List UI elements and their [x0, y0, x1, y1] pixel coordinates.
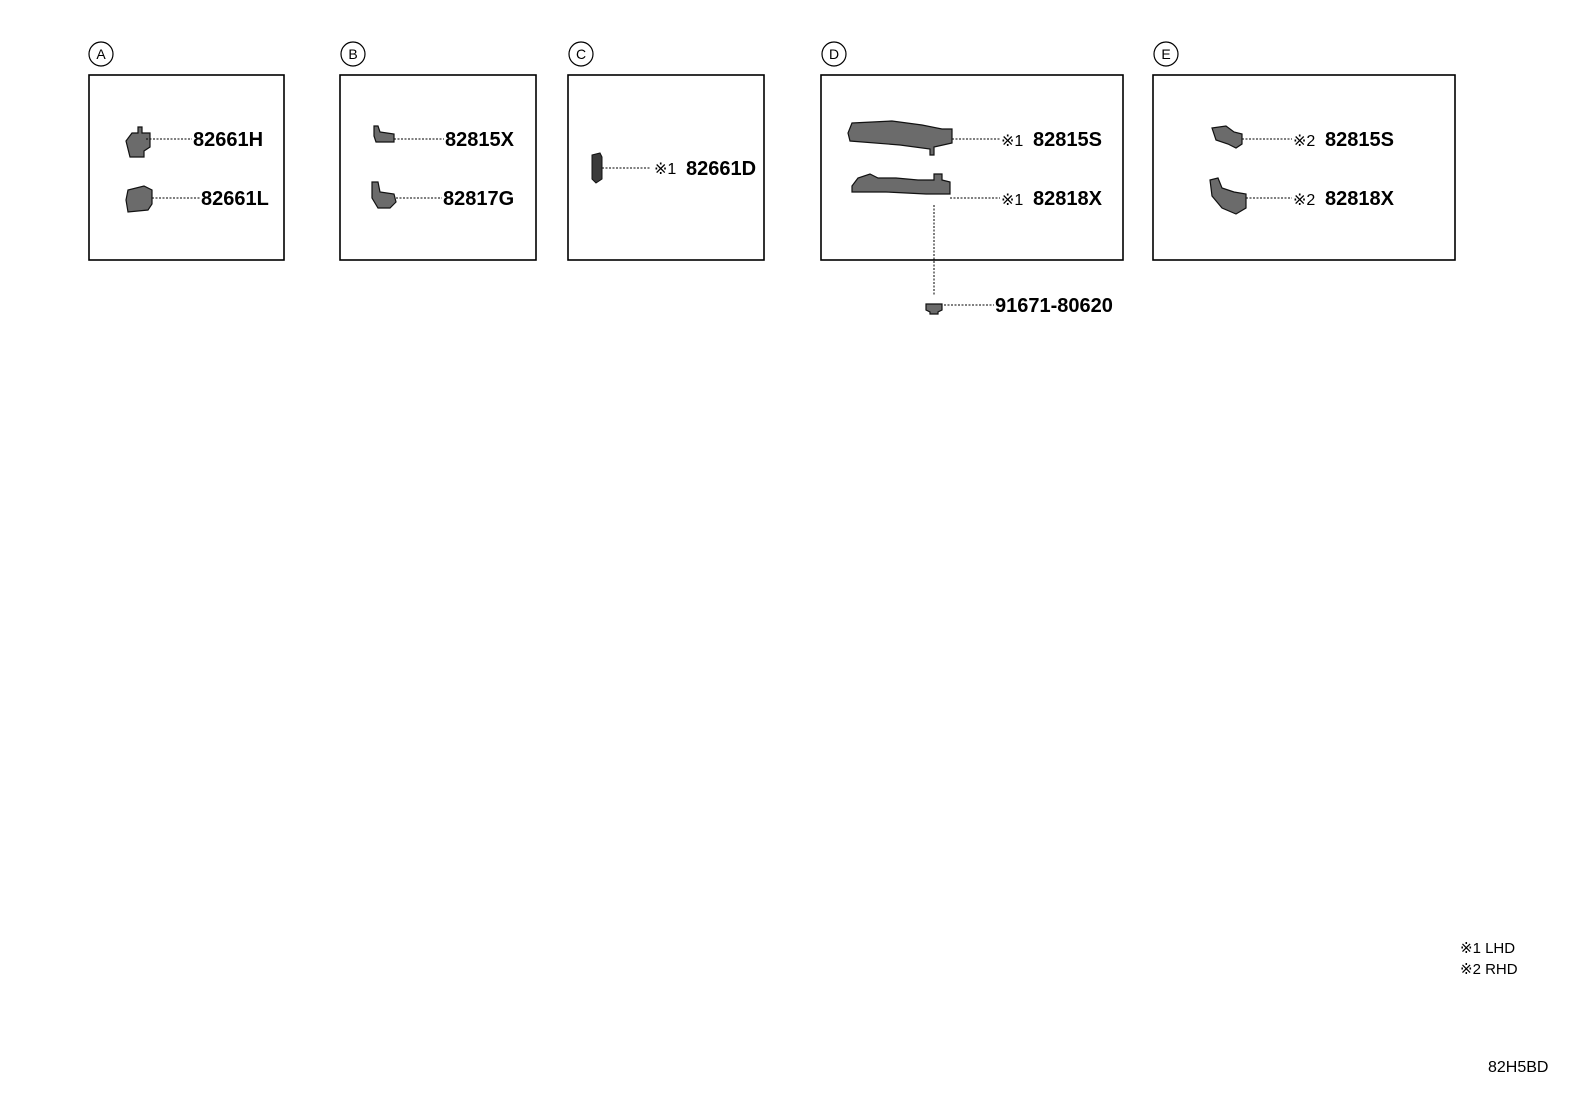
- callout-82815x: 82815X: [445, 129, 515, 151]
- part-82818x-lhd-shape: [851, 173, 951, 195]
- part-82815s-lhd-shape: [847, 120, 953, 156]
- callout-82818x-rhd: 82818X: [1325, 188, 1395, 210]
- callout-91671-80620: 91671-80620: [995, 295, 1113, 317]
- callout-82818x-lhd-mark: ※1: [1001, 192, 1023, 209]
- part-82661l-shape: [125, 185, 153, 213]
- callout-82661l: 82661L: [201, 188, 269, 210]
- part-82661h-shape: [125, 126, 151, 158]
- section-e: E ※2 82815S ※2 82818X: [1152, 41, 1456, 261]
- diagram-code: 82H5BD: [1488, 1059, 1548, 1076]
- callout-82818x-lhd: 82818X: [1033, 188, 1103, 210]
- part-82661d-shape: [591, 152, 603, 184]
- section-c-letter: C: [576, 46, 586, 62]
- bolt-91671-80620: 91671-80620: [925, 295, 1113, 317]
- section-d-letter: D: [829, 46, 839, 62]
- section-e-letter: E: [1161, 46, 1170, 62]
- callout-82817g: 82817G: [443, 188, 514, 210]
- part-82815x-shape: [373, 125, 395, 143]
- bolt-icon: [925, 303, 943, 315]
- callout-82818x-rhd-mark: ※2: [1293, 192, 1315, 209]
- legend-item-rhd: ※2 RHD: [1460, 961, 1518, 978]
- section-a-letter: A: [96, 46, 106, 62]
- part-82815s-rhd-shape: [1211, 125, 1243, 149]
- callout-82815s-rhd: 82815S: [1325, 129, 1394, 151]
- section-a-panel: [88, 74, 285, 261]
- section-b-letter: B: [348, 46, 357, 62]
- section-a: A 82661H 82661L: [88, 41, 285, 261]
- section-e-marker: [1153, 41, 1179, 67]
- callout-82661d: 82661D: [686, 158, 756, 180]
- callout-82661d-mark: ※1: [654, 161, 676, 178]
- callout-82815s-lhd: 82815S: [1033, 129, 1102, 151]
- section-b: B 82815X 82817G: [339, 41, 537, 261]
- section-d-panel: [820, 74, 1124, 261]
- section-c-marker: [568, 41, 594, 67]
- part-82818x-rhd-shape: [1209, 177, 1247, 215]
- callout-82815s-rhd-mark: ※2: [1293, 133, 1315, 150]
- callout-82661h: 82661H: [193, 129, 263, 151]
- legend-item-lhd: ※1 LHD: [1460, 940, 1515, 957]
- section-d-marker: [821, 41, 847, 67]
- section-c-panel: [567, 74, 765, 261]
- legend: ※1 LHD ※2 RHD: [1460, 940, 1518, 978]
- section-e-panel: [1152, 74, 1456, 261]
- section-d: D ※1 82815S ※1 82818X: [820, 41, 1124, 296]
- section-b-panel: [339, 74, 537, 261]
- section-b-marker: [340, 41, 366, 67]
- section-a-marker: [88, 41, 114, 67]
- callout-82815s-lhd-mark: ※1: [1001, 133, 1023, 150]
- part-82817g-shape: [371, 181, 397, 209]
- section-c: C ※1 82661D: [567, 41, 765, 261]
